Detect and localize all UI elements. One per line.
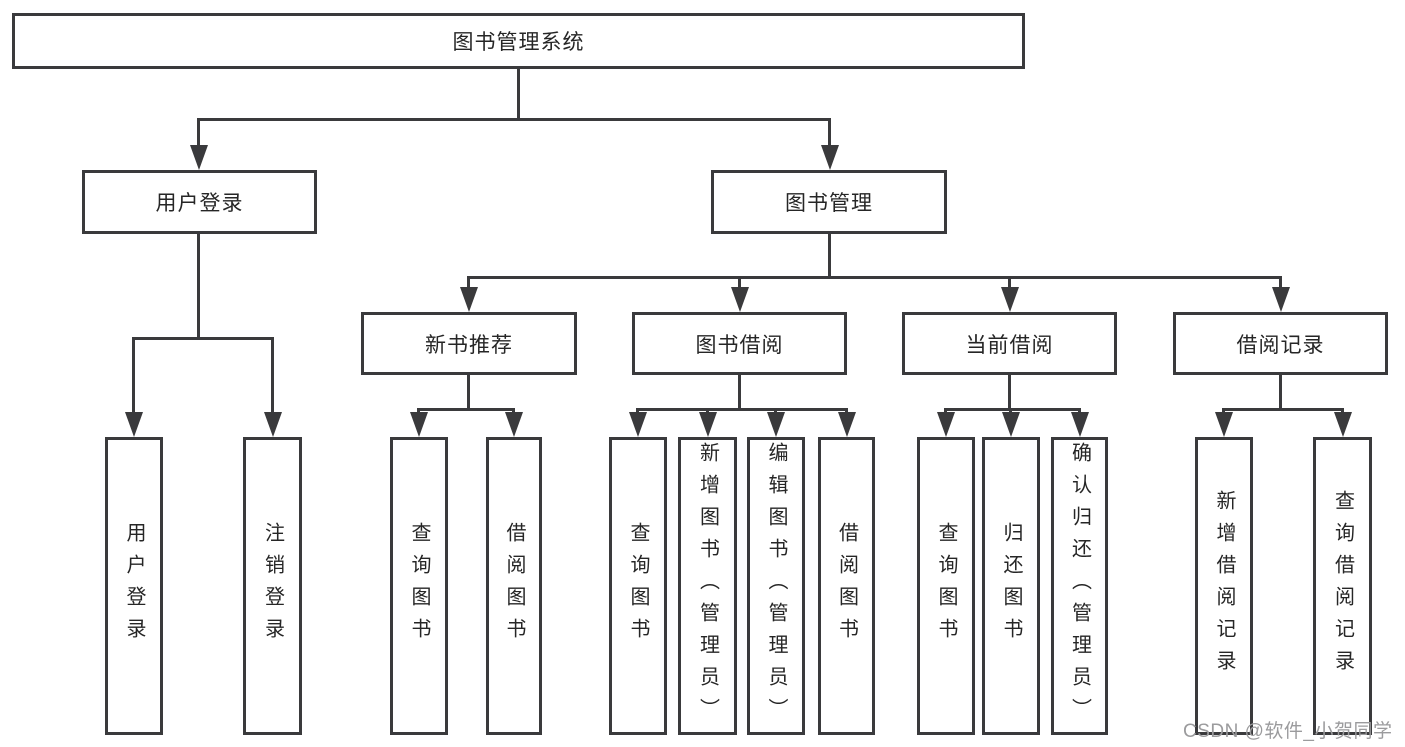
connector-line — [738, 375, 741, 411]
leaf-edit-book-admin: 编辑图书（管理员） — [747, 437, 805, 735]
connector-arrow — [1215, 408, 1233, 437]
connector-arrow — [505, 408, 523, 437]
connector-line — [828, 234, 831, 279]
connector-arrow — [1002, 408, 1020, 437]
leaf-confirm-return-admin: 确认归还（管理员） — [1051, 437, 1108, 735]
leaf-query-books-borrowing: 查询图书 — [609, 437, 667, 735]
connector-line — [468, 276, 1282, 279]
leaf-borrow-books-recommend: 借阅图书 — [486, 437, 542, 735]
node-label: 图书管理系统 — [452, 31, 585, 54]
node-label: 借阅记录 — [1236, 333, 1325, 357]
node-label: 用户登录 — [155, 192, 244, 215]
node-label: 借阅图书 — [503, 522, 525, 650]
connector-line — [945, 408, 1080, 411]
node-label: 归还图书 — [1000, 522, 1022, 650]
node-book-borrowing: 图书借阅 — [632, 312, 847, 375]
connector-arrow — [1334, 408, 1352, 437]
node-label: 图书管理 — [785, 192, 873, 215]
node-borrowing-records: 借阅记录 — [1173, 312, 1388, 375]
connector-arrow — [629, 408, 647, 437]
connector-line — [637, 408, 847, 411]
connector-line — [197, 234, 200, 340]
node-label: 编辑图书（管理员） — [765, 442, 787, 730]
connector-arrow — [937, 408, 955, 437]
node-label: 查询图书 — [627, 522, 649, 650]
node-label: 新书推荐 — [425, 333, 513, 357]
node-label: 当前借阅 — [965, 333, 1054, 357]
leaf-query-books-current: 查询图书 — [917, 437, 975, 735]
connector-arrow — [1001, 276, 1019, 312]
csdn-watermark: CSDN @软件_小贺同学 — [1183, 721, 1393, 742]
node-label: 查询图书 — [408, 522, 430, 650]
node-user-login: 用户登录 — [82, 170, 317, 234]
connector-arrow — [460, 276, 478, 312]
connector-arrow — [410, 408, 428, 437]
connector-arrow — [1272, 276, 1290, 312]
node-new-book-recommend: 新书推荐 — [361, 312, 577, 375]
leaf-logout: 注销登录 — [243, 437, 302, 735]
node-label: 用户登录 — [123, 522, 145, 650]
leaf-query-borrow-record: 查询借阅记录 — [1313, 437, 1372, 735]
node-book-management: 图书管理 — [711, 170, 947, 234]
leaf-user-login: 用户登录 — [105, 437, 163, 735]
node-label: 借阅图书 — [835, 522, 858, 650]
connector-line — [133, 337, 274, 340]
node-label: 新增借阅记录 — [1213, 490, 1235, 682]
connector-line — [1008, 375, 1011, 411]
connector-arrow — [767, 408, 785, 437]
node-label: 查询借阅记录 — [1331, 490, 1354, 682]
leaf-add-book-admin: 新增图书（管理员） — [678, 437, 737, 735]
node-label: 确认归还（管理员） — [1068, 442, 1091, 730]
node-current-borrowing: 当前借阅 — [902, 312, 1117, 375]
connector-arrow — [1071, 408, 1089, 437]
connector-line — [1223, 408, 1343, 411]
node-label: 新增图书（管理员） — [696, 442, 719, 730]
connector-line — [198, 118, 831, 121]
connector-arrow — [125, 337, 143, 437]
connector-arrow — [821, 118, 839, 170]
node-library-system: 图书管理系统 — [12, 13, 1025, 69]
leaf-return-books: 归还图书 — [982, 437, 1040, 735]
connector-line — [1279, 375, 1282, 411]
node-label: 查询图书 — [935, 522, 957, 650]
node-label: 图书借阅 — [695, 333, 784, 357]
leaf-query-books-recommend: 查询图书 — [390, 437, 448, 735]
connector-arrow — [838, 408, 856, 437]
node-label: 注销登录 — [261, 522, 284, 650]
connector-line — [517, 69, 520, 121]
connector-arrow — [699, 408, 717, 437]
leaf-borrow-books-borrowing: 借阅图书 — [818, 437, 875, 735]
connector-arrow — [731, 276, 749, 312]
connector-line — [467, 375, 470, 411]
connector-arrow — [264, 337, 282, 437]
connector-arrow — [190, 118, 208, 170]
connector-line — [418, 408, 515, 411]
leaf-add-borrow-record: 新增借阅记录 — [1195, 437, 1253, 735]
